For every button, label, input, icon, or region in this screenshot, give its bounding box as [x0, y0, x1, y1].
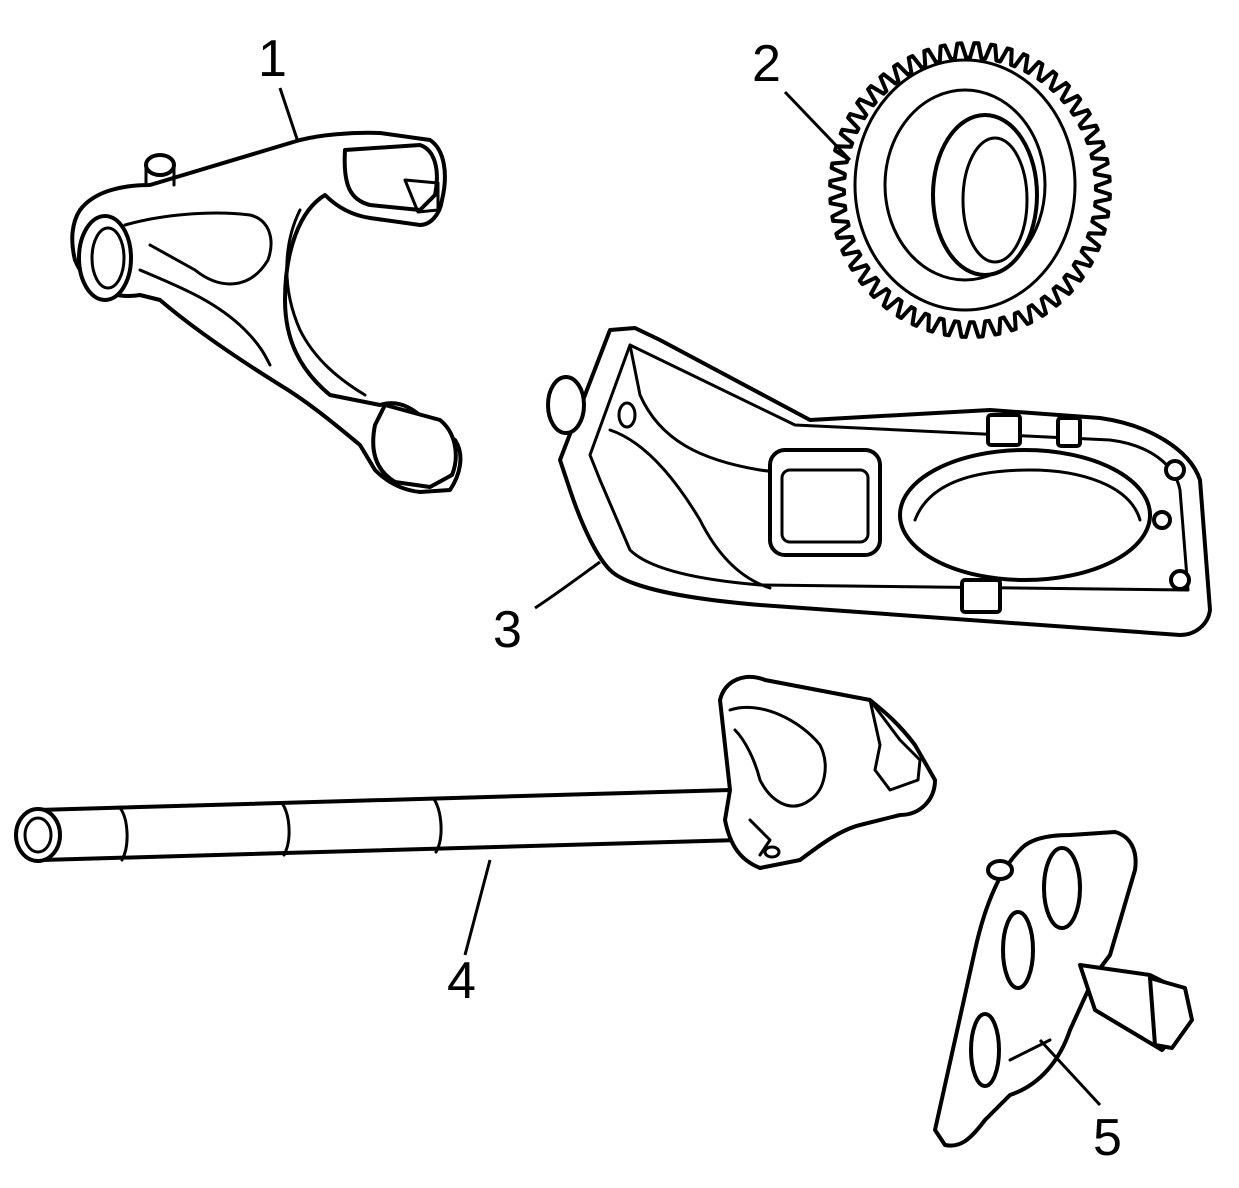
part-5-selector-plate [933, 830, 1194, 1148]
callout-3: 3 [493, 601, 522, 659]
part-4-shift-shaft [14, 674, 937, 870]
callout-4: 4 [447, 952, 476, 1010]
leader-lines [278, 87, 1102, 1107]
leader-2 [783, 90, 852, 162]
part-1-shift-fork [70, 130, 463, 494]
leader-1 [278, 87, 300, 143]
callout-2: 2 [752, 35, 781, 93]
leader-3 [534, 560, 601, 610]
part-3-bracket [546, 326, 1212, 637]
callout-5: 5 [1093, 1109, 1122, 1167]
leader-5 [1038, 1038, 1102, 1107]
part-2-gear [828, 41, 1112, 339]
leader-4 [463, 859, 492, 956]
callout-1: 1 [258, 30, 287, 88]
